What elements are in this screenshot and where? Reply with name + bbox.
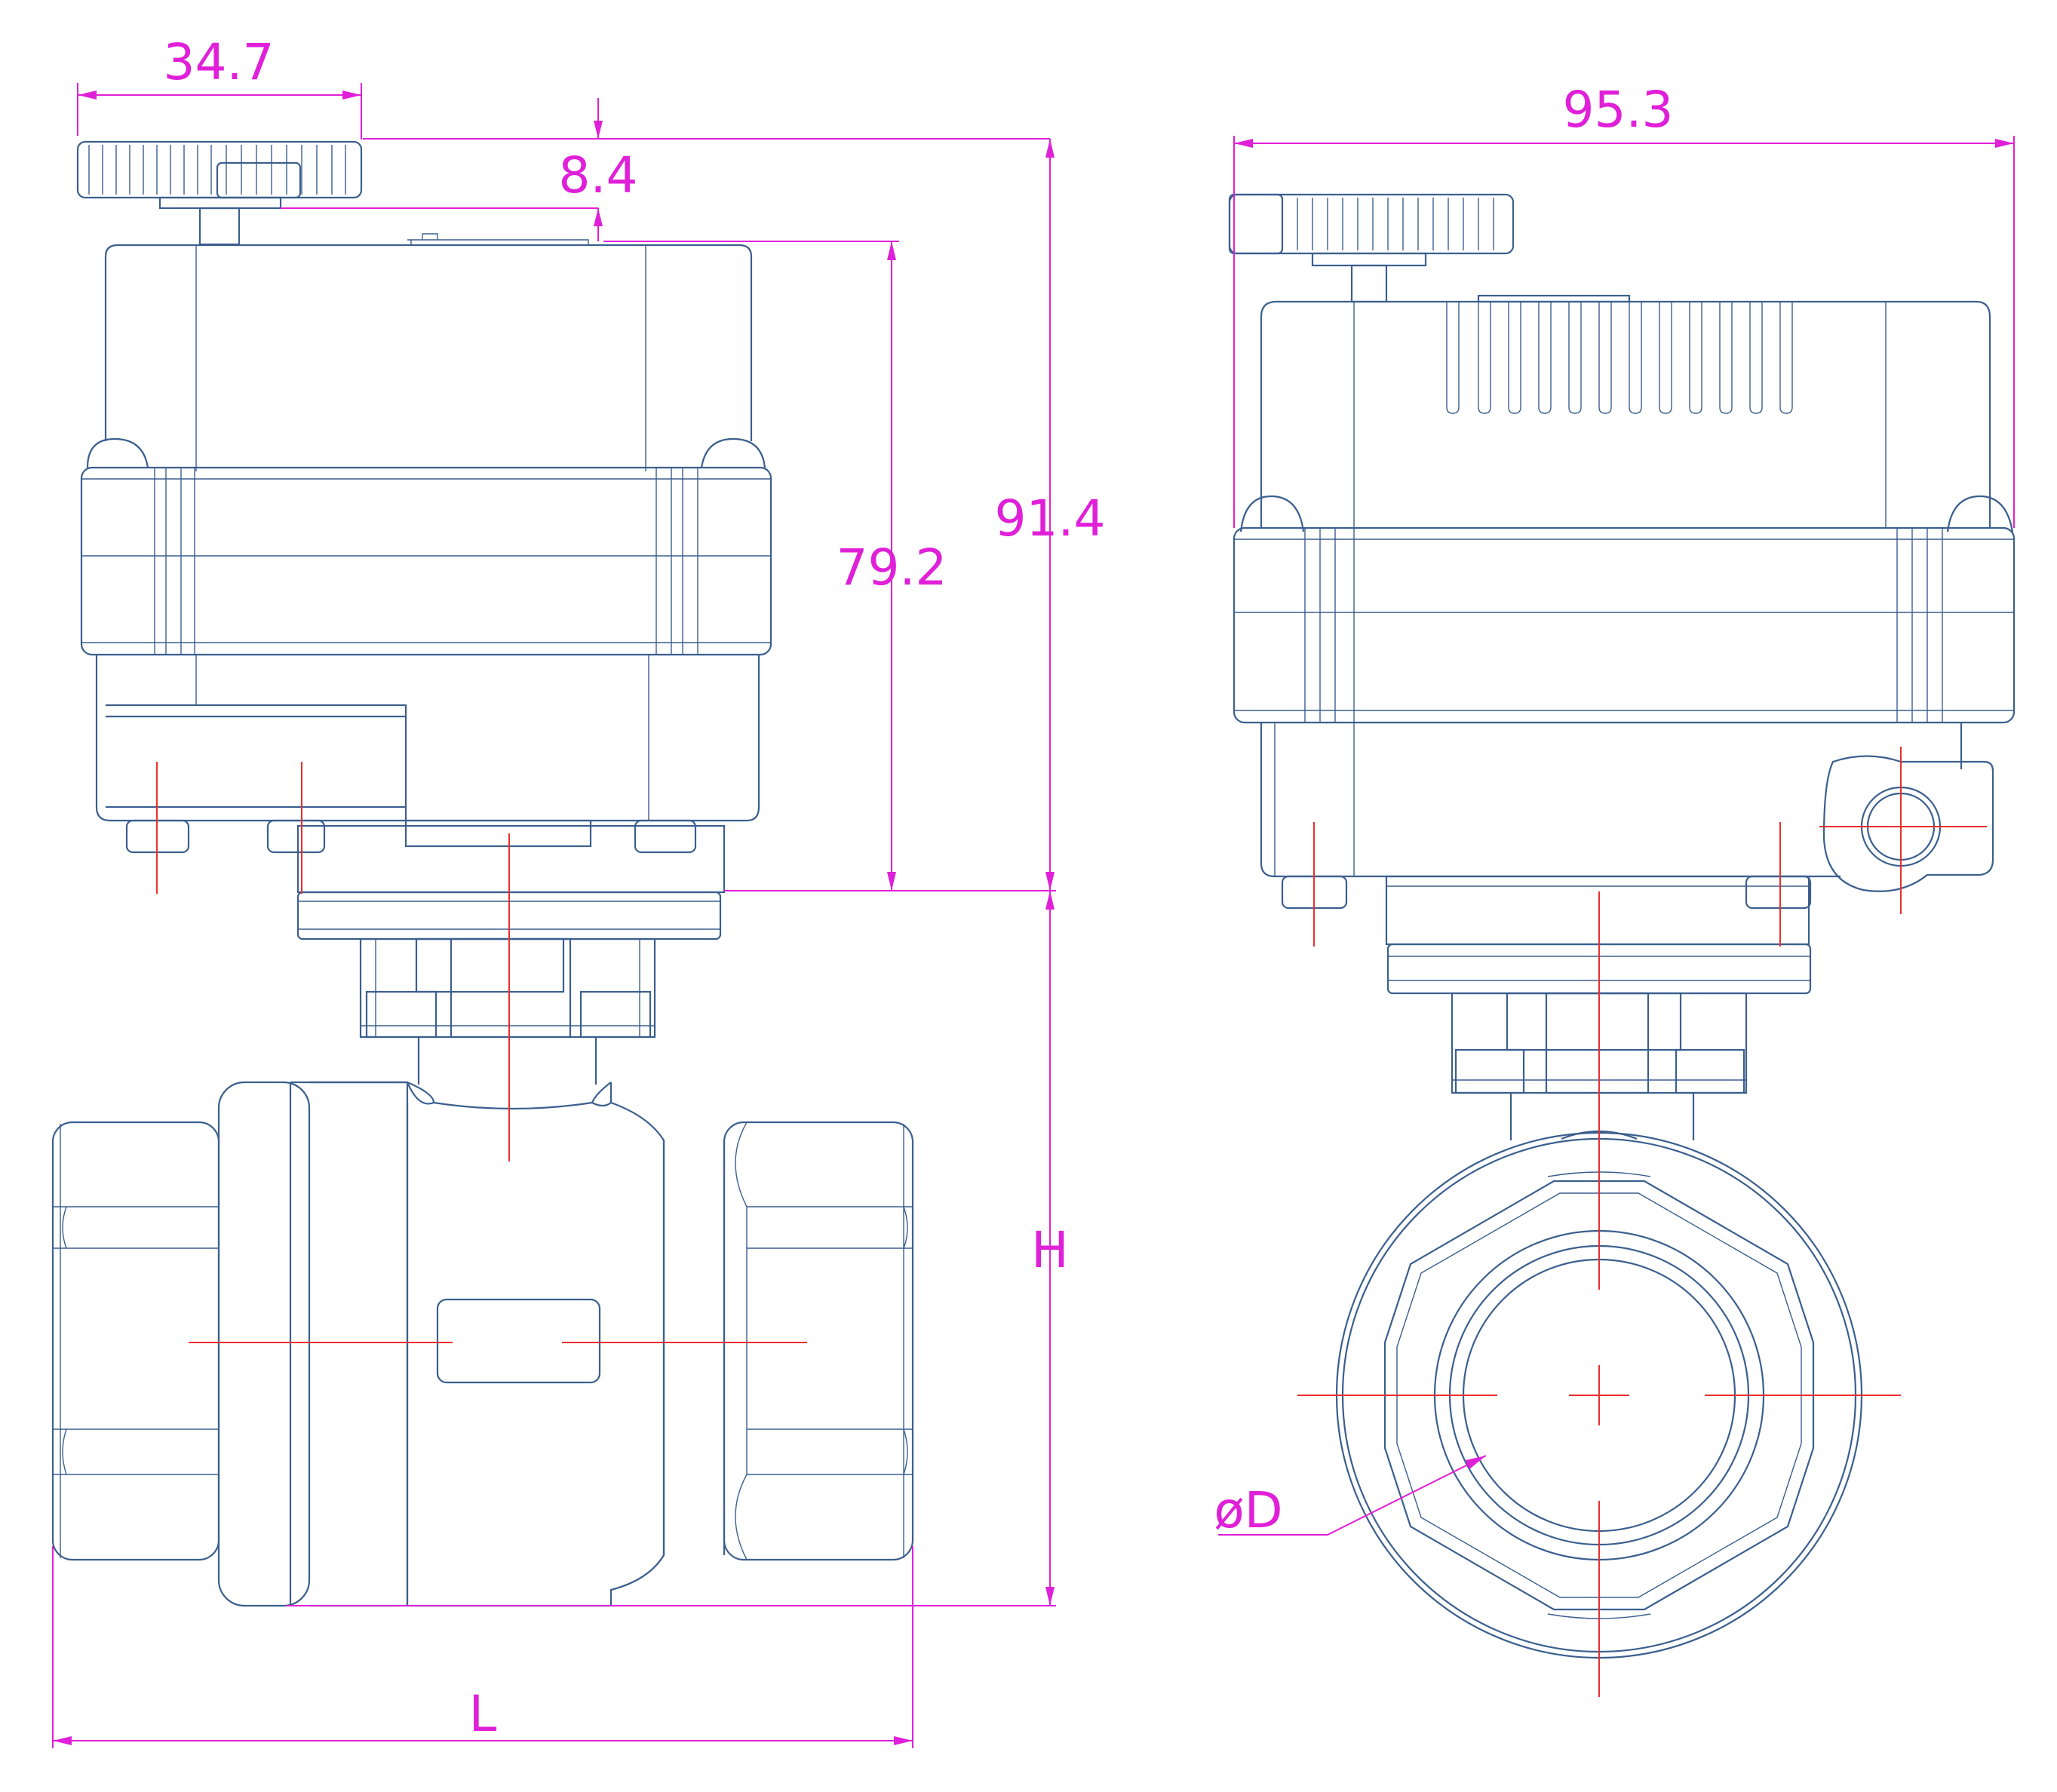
dim-label-handle-gap: 8.4 bbox=[559, 146, 638, 204]
dimension-lines bbox=[52, 83, 2015, 1748]
front-valve-body bbox=[51, 1081, 914, 1607]
front-view bbox=[51, 140, 914, 1607]
dim-label-overall-width: 95.3 bbox=[1563, 81, 1674, 139]
front-bracket bbox=[359, 937, 656, 1085]
side-actuator-housing bbox=[1233, 294, 2016, 995]
dim-label-handle-width: 34.7 bbox=[164, 33, 275, 91]
dim-label-overall-top-height: 91.4 bbox=[995, 489, 1106, 548]
dim-label-length: L bbox=[469, 1685, 497, 1743]
front-handwheel bbox=[76, 140, 363, 246]
front-centerlines bbox=[156, 762, 807, 1343]
dim-label-actuator-height: 79.2 bbox=[837, 539, 947, 597]
side-handwheel bbox=[1228, 193, 1515, 303]
side-view bbox=[1228, 193, 2016, 1697]
side-vent-slots bbox=[1446, 302, 1793, 414]
front-actuator-housing bbox=[80, 233, 772, 940]
side-centerlines bbox=[1297, 747, 1987, 1697]
dim-label-valve-height: H bbox=[1031, 1221, 1069, 1279]
dim-label-bore-diameter: øD bbox=[1214, 1481, 1282, 1539]
